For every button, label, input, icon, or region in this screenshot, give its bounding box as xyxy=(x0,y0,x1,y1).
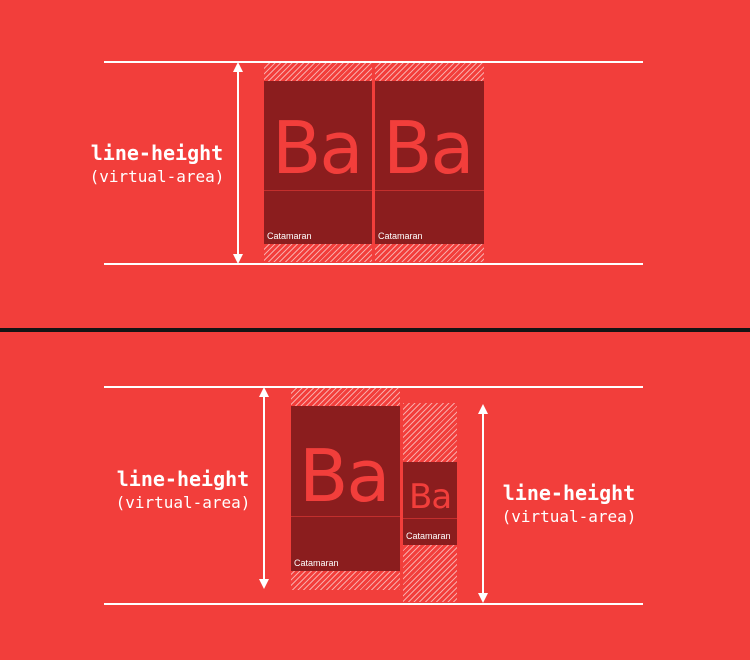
font-name-label: Catamaran xyxy=(378,231,423,241)
panel-divider xyxy=(0,328,750,332)
top-panel: line-height (virtual-area) Ba Catamaran … xyxy=(0,0,750,328)
label-sub: (virtual-area) xyxy=(115,493,251,512)
bottom-box2-content-area: Ba Catamaran xyxy=(403,462,457,545)
label-main: line-height xyxy=(90,141,224,165)
top-box2-content-area: Ba Catamaran xyxy=(375,81,484,244)
font-name-label: Catamaran xyxy=(267,231,312,241)
label-main: line-height xyxy=(502,481,636,505)
label-main: line-height xyxy=(116,467,250,491)
bottom-panel: line-height (virtual-area) line-height (… xyxy=(0,332,750,660)
label-sub: (virtual-area) xyxy=(501,507,637,526)
bottom-left-double-arrow xyxy=(259,387,269,589)
bottom-left-line-height-label: line-height (virtual-area) xyxy=(98,466,268,514)
baseline xyxy=(264,190,372,191)
baseline xyxy=(403,518,457,519)
glyph-sample: Ba xyxy=(383,106,475,190)
baseline xyxy=(291,516,400,517)
top-line-height-label: line-height (virtual-area) xyxy=(72,140,242,188)
bottom-line-lower xyxy=(104,603,643,605)
glyph-sample: Ba xyxy=(299,434,391,518)
glyph-sample: Ba xyxy=(409,477,452,517)
label-sub: (virtual-area) xyxy=(89,167,225,186)
top-box1-content-area: Ba Catamaran xyxy=(264,81,372,244)
top-double-arrow xyxy=(233,62,243,264)
font-name-label: Catamaran xyxy=(294,558,339,568)
font-name-label: Catamaran xyxy=(406,531,451,541)
top-line-lower xyxy=(104,263,643,265)
glyph-sample: Ba xyxy=(272,106,364,190)
bottom-box1-content-area: Ba Catamaran xyxy=(291,406,400,571)
bottom-right-double-arrow xyxy=(478,404,488,603)
bottom-right-line-height-label: line-height (virtual-area) xyxy=(484,480,654,528)
top-line-upper xyxy=(104,61,643,63)
baseline xyxy=(375,190,484,191)
